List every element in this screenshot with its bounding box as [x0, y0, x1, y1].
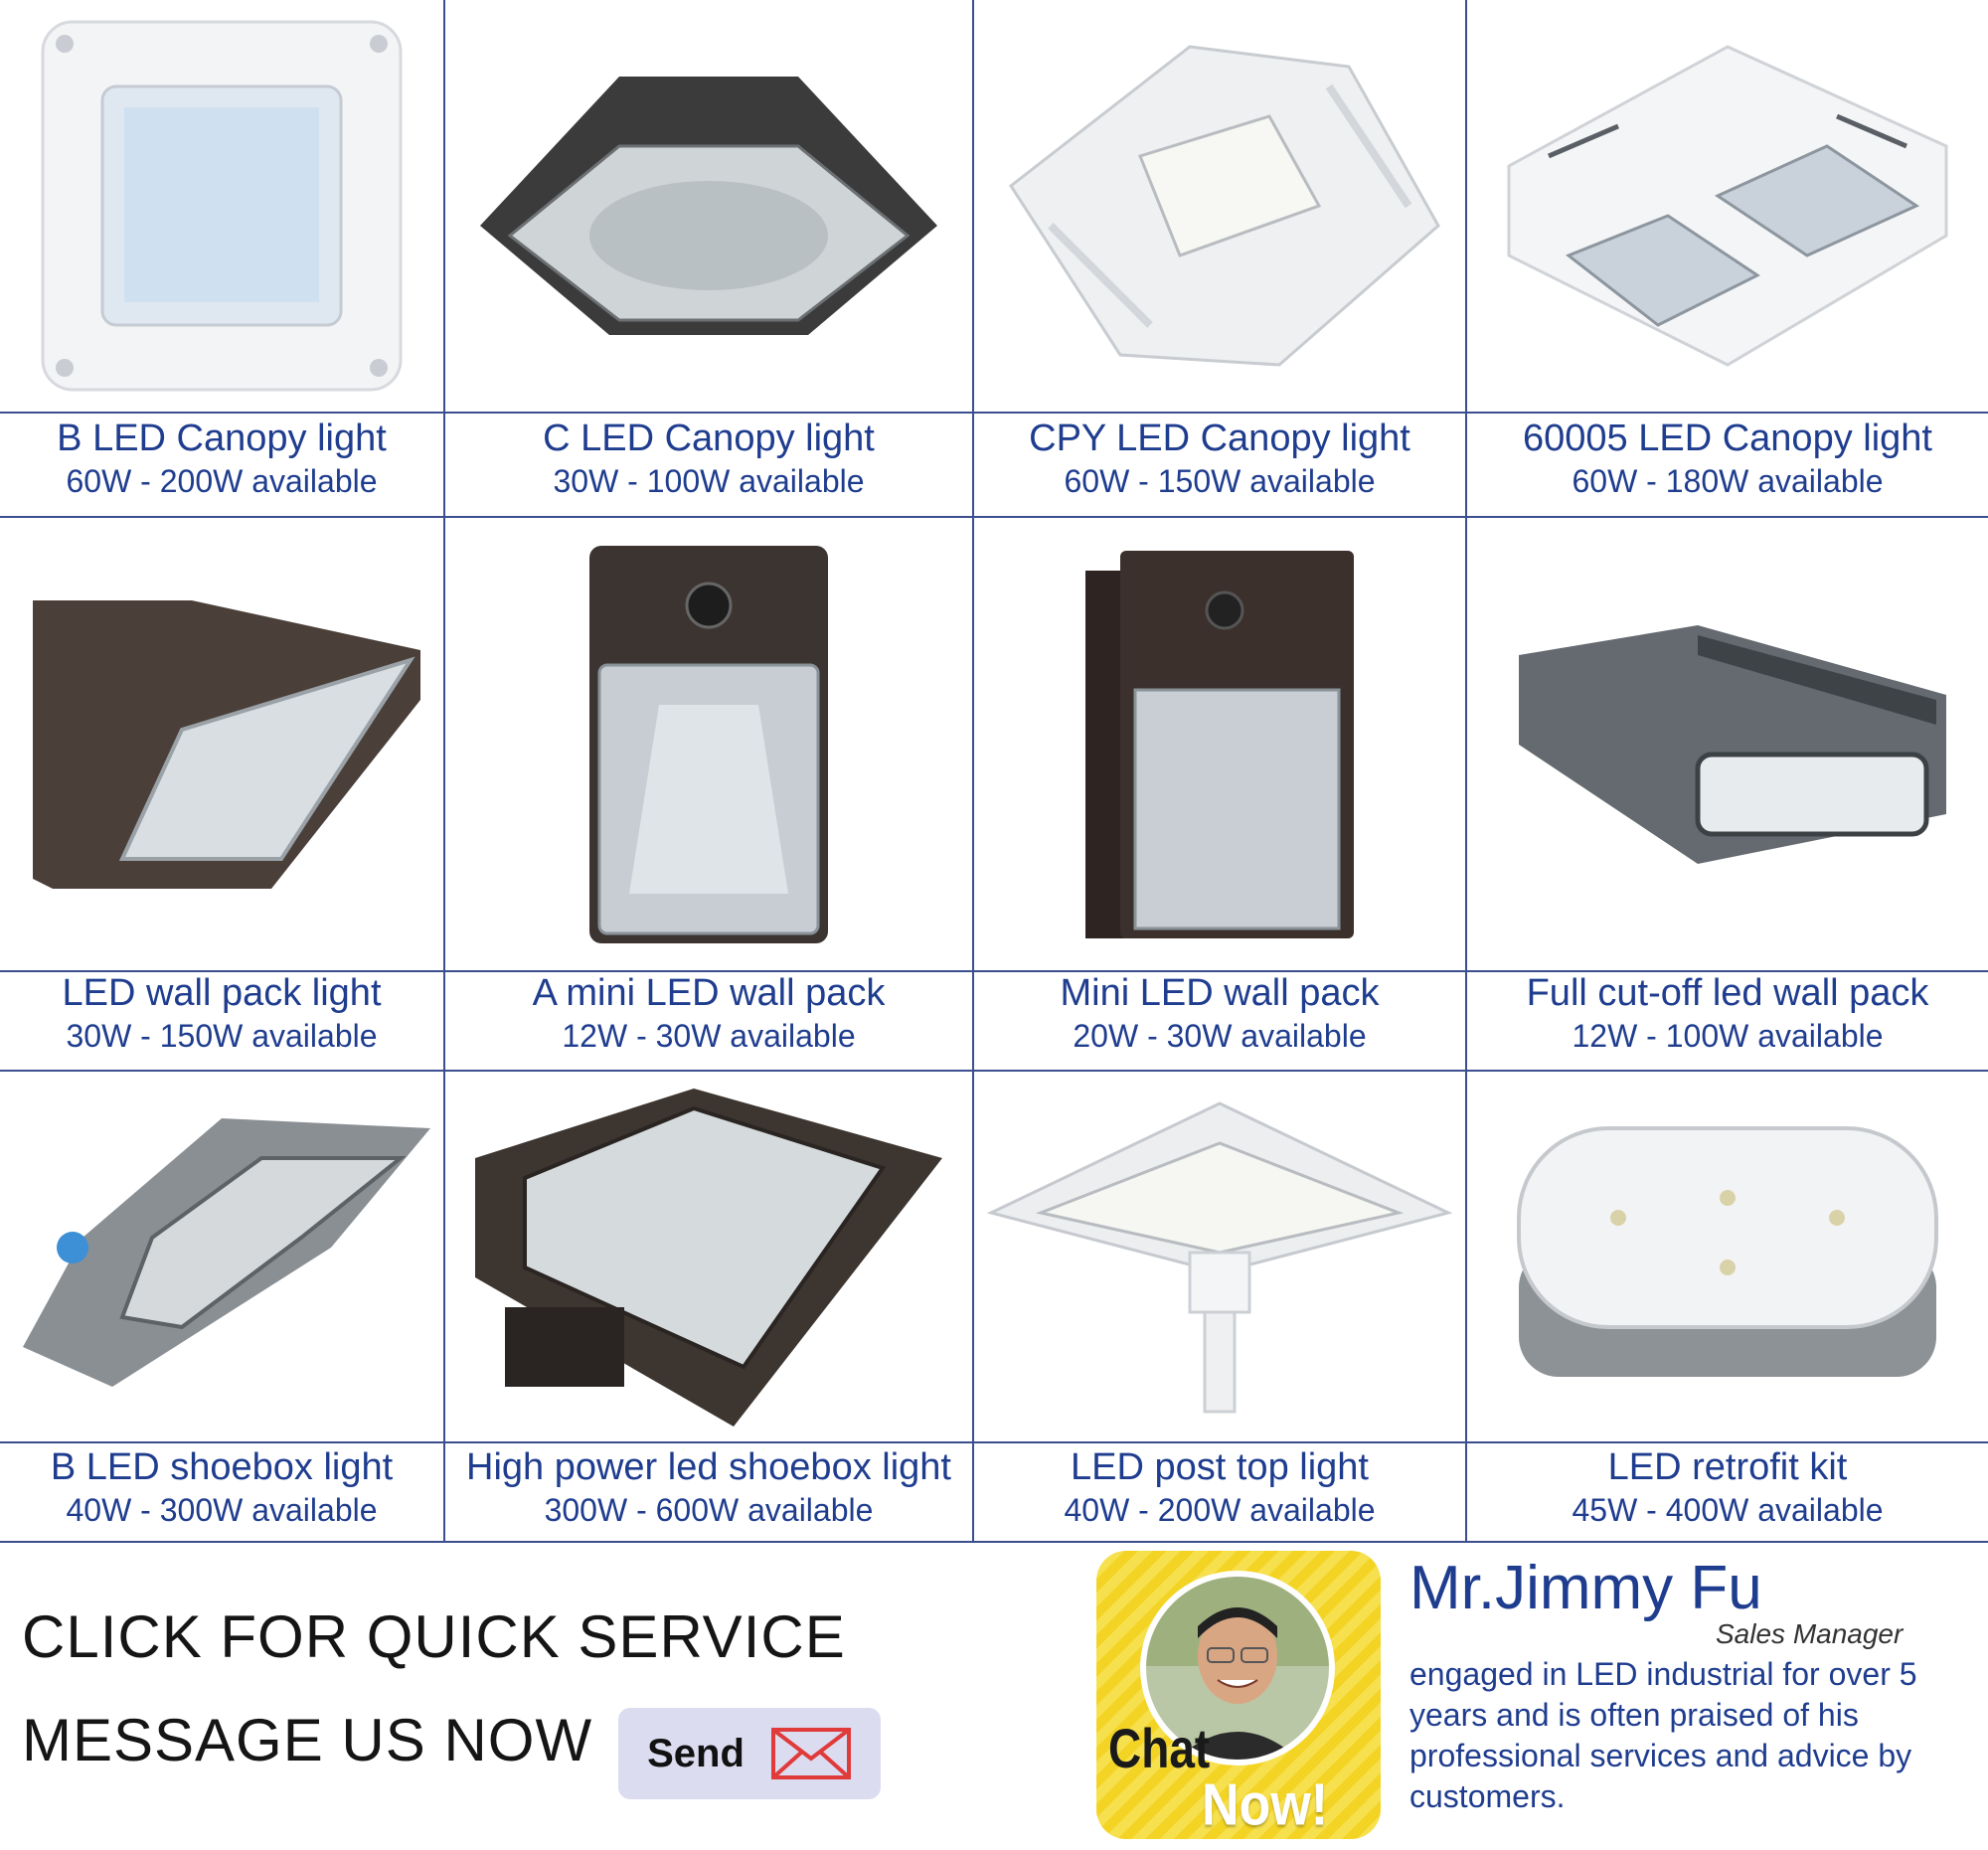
product-power: 45W - 400W available	[1572, 1492, 1884, 1528]
grid-divider	[443, 0, 445, 1543]
message-us-heading: MESSAGE US NOW	[22, 1707, 593, 1773]
product-power: 40W - 200W available	[1064, 1492, 1376, 1528]
grid-divider	[0, 1441, 1988, 1443]
product-card[interactable]: B LED shoebox light 40W - 300W available	[0, 1072, 443, 1541]
product-power: 30W - 150W available	[66, 1018, 378, 1054]
wall-pack-light-icon	[33, 599, 420, 889]
chat-label: Chat	[1108, 1717, 1211, 1780]
product-card[interactable]: LED retrofit kit 45W - 400W available	[1467, 1072, 1988, 1541]
send-button[interactable]: Send	[618, 1708, 881, 1799]
product-card[interactable]: B LED Canopy light 60W - 200W available	[0, 0, 443, 517]
product-card[interactable]: C LED Canopy light 30W - 100W available	[445, 0, 972, 517]
avatar	[1140, 1571, 1335, 1766]
product-card[interactable]: LED post top light 40W - 200W available	[974, 1072, 1465, 1541]
high-power-shoebox-icon	[475, 1089, 942, 1427]
product-power: 60W - 200W available	[66, 463, 378, 499]
product-name: B LED shoebox light	[50, 1446, 394, 1488]
grid-divider	[0, 970, 1988, 972]
product-name: LED wall pack light	[62, 972, 382, 1014]
post-top-light-icon	[986, 1101, 1453, 1414]
product-power: 40W - 300W available	[66, 1492, 378, 1528]
product-power: 60W - 180W available	[1572, 463, 1884, 499]
product-power: 20W - 30W available	[1073, 1018, 1367, 1054]
send-label: Send	[647, 1731, 745, 1775]
contact-role: Sales Manager	[1716, 1618, 1904, 1649]
product-name: Full cut-off led wall pack	[1526, 972, 1929, 1014]
canopy-light-dark-icon	[480, 77, 937, 335]
envelope-icon	[770, 1728, 851, 1779]
contact-name: Mr.Jimmy Fu	[1409, 1554, 1762, 1622]
product-name: B LED Canopy light	[57, 418, 387, 459]
product-card[interactable]: Full cut-off led wall pack 12W - 100W av…	[1467, 518, 1988, 1054]
product-grid: B LED Canopy light 60W - 200W available …	[0, 0, 1988, 1543]
cutoff-wall-pack-icon	[1519, 624, 1946, 864]
product-card[interactable]: High power led shoebox light 300W - 600W…	[445, 1072, 972, 1541]
grid-divider	[0, 1070, 1988, 1072]
mini-wall-pack-dark-icon	[1085, 550, 1354, 938]
canopy-light-box-icon	[1507, 45, 1948, 367]
product-card[interactable]: Mini LED wall pack 20W - 30W available	[974, 518, 1465, 1054]
product-power: 12W - 100W available	[1572, 1018, 1884, 1054]
product-card[interactable]: A mini LED wall pack 12W - 30W available	[445, 518, 972, 1054]
contact-bio: engaged in LED industrial for over 5 yea…	[1409, 1656, 1917, 1814]
grid-divider	[972, 0, 974, 1543]
product-card[interactable]: 60005 LED Canopy light 60W - 180W availa…	[1467, 0, 1988, 517]
grid-divider	[0, 1541, 1988, 1543]
product-name: CPY LED Canopy light	[1029, 418, 1410, 459]
product-name: High power led shoebox light	[466, 1446, 951, 1488]
chat-now-badge[interactable]: Chat Now!	[1096, 1551, 1381, 1839]
grid-divider	[0, 516, 1988, 518]
shoebox-light-icon	[23, 1118, 430, 1387]
product-power: 60W - 150W available	[1064, 463, 1376, 499]
product-card[interactable]: LED wall pack light 30W - 150W available	[0, 518, 443, 1054]
grid-divider	[0, 412, 1988, 414]
product-card[interactable]: CPY LED Canopy light 60W - 150W availabl…	[974, 0, 1465, 517]
product-name: 60005 LED Canopy light	[1523, 418, 1932, 459]
product-name: C LED Canopy light	[543, 418, 875, 459]
mini-wall-pack-icon	[589, 545, 828, 943]
product-name: Mini LED wall pack	[1060, 972, 1380, 1014]
product-name: A mini LED wall pack	[532, 972, 886, 1014]
canopy-light-flat-icon	[41, 20, 403, 392]
product-name: LED post top light	[1071, 1446, 1369, 1488]
grid-divider	[1465, 0, 1467, 1543]
now-label: Now!	[1202, 1771, 1329, 1839]
product-name: LED retrofit kit	[1607, 1446, 1848, 1488]
canopy-light-finned-icon	[1008, 45, 1440, 367]
product-power: 300W - 600W available	[544, 1492, 874, 1528]
product-power: 30W - 100W available	[553, 463, 865, 499]
quick-service-link[interactable]: CLICK FOR QUICK SERVICE	[22, 1603, 846, 1670]
retrofit-kit-icon	[1517, 1126, 1938, 1377]
product-power: 12W - 30W available	[562, 1018, 856, 1054]
